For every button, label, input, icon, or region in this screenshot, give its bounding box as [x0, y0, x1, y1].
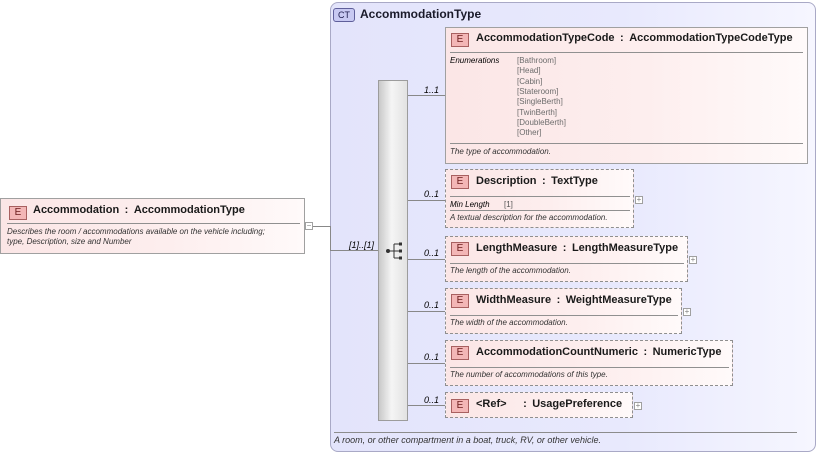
- element-title: WidthMeasure : WeightMeasureType: [476, 294, 672, 306]
- element-title: <Ref> : UsagePreference: [476, 398, 623, 410]
- element-title: AccommodationTypeCode : AccommodationTyp…: [476, 32, 793, 44]
- connector-root-to-sequence-2: [330, 250, 378, 251]
- element-doc: The width of the accommodation.: [450, 318, 568, 327]
- element-separator: [450, 263, 684, 264]
- element-separator: [450, 196, 630, 197]
- element-ref-usage-preference[interactable]: E <Ref> : UsagePreference: [445, 392, 633, 418]
- min-length-label: Min Length: [450, 200, 490, 209]
- element-title: AccommodationCountNumeric : NumericType: [476, 346, 722, 358]
- complex-type-footer-separator: [334, 432, 797, 433]
- element-description[interactable]: E Description : TextType Min Length [1] …: [445, 169, 634, 228]
- connector-child-4: [408, 311, 445, 312]
- root-element-doc-line2: type, Description, size and Number: [7, 237, 132, 246]
- enumeration-value: [Bathroom]: [517, 56, 557, 65]
- root-element-doc-line1: Describes the room / accommodations avai…: [7, 227, 265, 236]
- expand-toggle-icon[interactable]: +: [683, 307, 691, 316]
- element-doc: The length of the accommodation.: [450, 266, 571, 275]
- connector-root-to-sequence: [313, 226, 330, 227]
- root-element-separator: [7, 223, 300, 224]
- child-6-cardinality: 0..1: [424, 395, 440, 405]
- element-badge: E: [451, 175, 469, 189]
- enumeration-value: [Cabin]: [517, 76, 543, 86]
- child-3-cardinality: 0..1: [424, 248, 440, 258]
- connector-child-6: [408, 405, 445, 406]
- element-accommodation-count-numeric[interactable]: E AccommodationCountNumeric : NumericTyp…: [445, 340, 733, 386]
- enumerations-label: Enumerations: [450, 56, 500, 65]
- connector-child-1: [408, 95, 445, 96]
- connector-root-vertical: [330, 226, 331, 250]
- enumeration-value: [DoubleBerth]: [517, 117, 566, 127]
- complex-type-title: AccommodationType: [360, 7, 482, 21]
- expand-toggle-icon[interactable]: +: [689, 255, 697, 264]
- element-width-measure[interactable]: E WidthMeasure : WeightMeasureType The w…: [445, 288, 682, 334]
- element-badge: E: [451, 242, 469, 256]
- element-badge: E: [9, 206, 27, 220]
- root-element-title: Accommodation : AccommodationType: [33, 204, 245, 216]
- element-badge: E: [451, 399, 469, 413]
- sequence-icon: [386, 242, 402, 260]
- enumeration-value: [Head]: [517, 66, 541, 76]
- element-badge: E: [451, 33, 469, 47]
- connector-child-2: [408, 200, 445, 201]
- connector-child-5: [408, 363, 445, 364]
- element-accommodation-type-code[interactable]: E AccommodationTypeCode : AccommodationT…: [445, 27, 808, 164]
- element-separator: [450, 210, 630, 211]
- enumeration-value: [TwinBerth]: [517, 107, 558, 117]
- min-length-value: [1]: [504, 200, 513, 209]
- element-separator: [450, 367, 729, 368]
- element-length-measure[interactable]: E LengthMeasure : LengthMeasureType The …: [445, 236, 688, 282]
- child-4-cardinality: 0..1: [424, 300, 440, 310]
- element-badge: E: [451, 346, 469, 360]
- element-separator: [450, 52, 803, 53]
- element-doc: The type of accommodation.: [450, 147, 551, 156]
- element-badge: E: [451, 294, 469, 308]
- enumeration-value: [Other]: [517, 128, 542, 138]
- sequence-cardinality: [1]..[1]: [349, 240, 375, 250]
- child-1-cardinality: 1..1: [424, 85, 440, 95]
- complex-type-doc: A room, or other compartment in a boat, …: [334, 435, 601, 445]
- connector-child-3: [408, 259, 445, 260]
- root-element-box[interactable]: E Accommodation : AccommodationType Desc…: [0, 198, 305, 254]
- element-doc: A textual description for the accommodat…: [450, 213, 608, 222]
- enumeration-value: [Stateroom]: [517, 86, 559, 96]
- expand-toggle-icon[interactable]: +: [634, 401, 642, 410]
- collapse-toggle-icon[interactable]: −: [305, 221, 313, 230]
- element-separator: [450, 143, 803, 144]
- child-2-cardinality: 0..1: [424, 189, 440, 199]
- enumeration-value: [SingleBerth]: [517, 97, 563, 107]
- element-separator: [450, 315, 678, 316]
- complex-type-badge: CT: [333, 8, 355, 22]
- element-title: Description : TextType: [476, 175, 598, 187]
- element-doc: The number of accommodations of this typ…: [450, 370, 608, 379]
- element-title: LengthMeasure : LengthMeasureType: [476, 242, 679, 254]
- expand-toggle-icon[interactable]: +: [635, 195, 643, 204]
- child-5-cardinality: 0..1: [424, 352, 440, 362]
